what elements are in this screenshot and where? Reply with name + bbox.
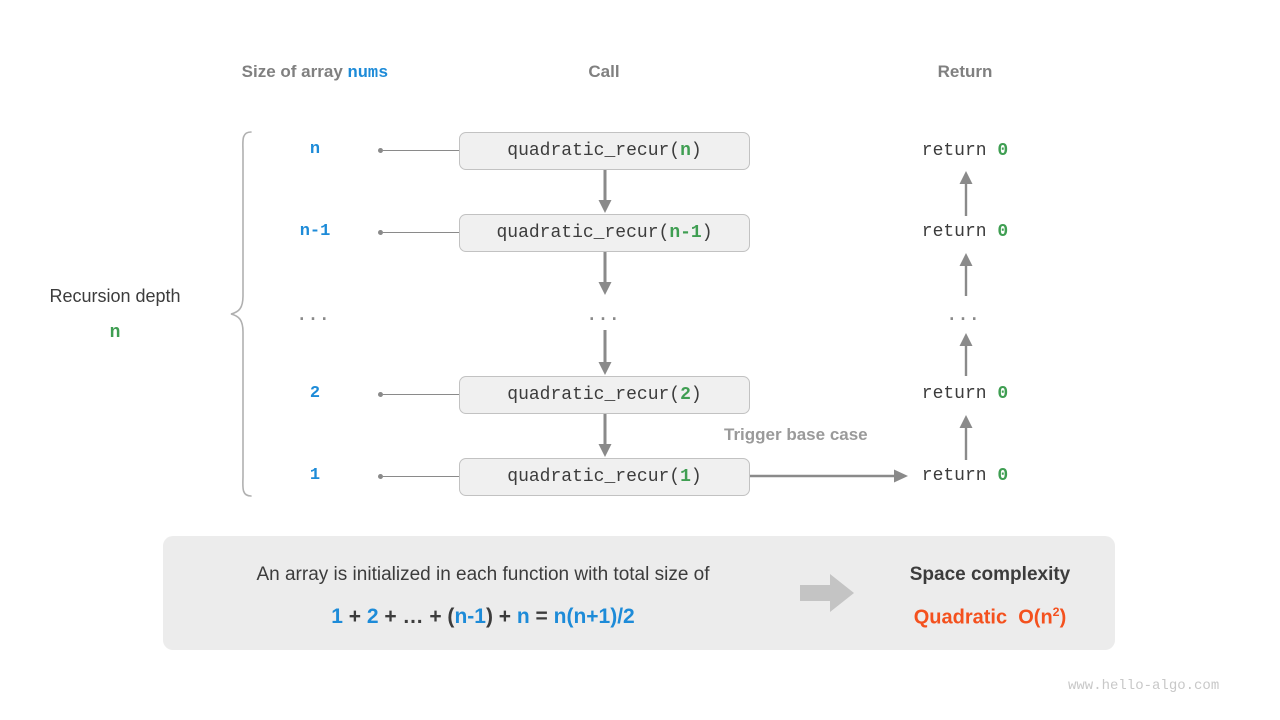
formula-term-4: n-1 bbox=[454, 605, 486, 628]
call-box-row-0[interactable]: quadratic_recur(n) bbox=[459, 132, 750, 170]
trigger-base-case-note: Trigger base case bbox=[724, 425, 868, 444]
summary-formula: 1 + 2 + … + (n-1) + n = n(n+1)/2 bbox=[183, 605, 783, 629]
return-value-row-4: 0 bbox=[997, 466, 1009, 486]
formula-op-5: = bbox=[529, 605, 554, 628]
header-size-label: Size of array bbox=[241, 62, 348, 81]
call-name-row-4: quadratic_recur bbox=[507, 467, 670, 487]
return-ellipsis-row-2: ... bbox=[948, 296, 982, 326]
header-size-of-array: Size of array nums bbox=[160, 62, 470, 83]
call-name-row-0: quadratic_recur bbox=[507, 141, 670, 161]
return-arrow-2-to-1 bbox=[959, 253, 973, 296]
connector-line-row-3 bbox=[383, 393, 461, 396]
return-keyword-row-4: return bbox=[921, 466, 987, 486]
size-label-row-3: 2 bbox=[309, 384, 321, 403]
call-box-row-3[interactable]: quadratic_recur(2) bbox=[459, 376, 750, 414]
return-row-3: return 0 bbox=[865, 384, 1065, 404]
return-keyword-row-0: return bbox=[921, 141, 987, 161]
connector-dot-row-1 bbox=[378, 230, 383, 235]
recursion-depth-value: n bbox=[109, 323, 121, 343]
formula-term-6: n(n+1)/2 bbox=[553, 605, 635, 628]
base-case-arrow bbox=[750, 469, 908, 483]
return-arrow-3-to-2 bbox=[959, 333, 973, 376]
formula-term-2: 2 bbox=[366, 605, 379, 628]
complexity-big-o-prefix: O(n bbox=[1018, 606, 1053, 629]
connector-dot-row-3 bbox=[378, 392, 383, 397]
call-arrow-0-to-1 bbox=[598, 170, 612, 213]
return-arrow-4-to-3 bbox=[959, 415, 973, 460]
return-row-1: return 0 bbox=[865, 222, 1065, 242]
call-arrow-1-to-2 bbox=[598, 252, 612, 295]
watermark: www.hello-algo.com bbox=[1068, 678, 1220, 694]
formula-term-1: 1 bbox=[331, 605, 343, 628]
space-complexity-title: Space complexity bbox=[909, 564, 1071, 585]
space-complexity-value: Quadratic O(n2) bbox=[880, 605, 1100, 630]
complexity-big-o-suffix: ) bbox=[1059, 606, 1067, 629]
right-arrow-icon bbox=[800, 574, 854, 612]
recursion-depth-title: Recursion depth bbox=[49, 286, 181, 306]
return-value-row-0: 0 bbox=[997, 141, 1009, 161]
connector-dot-row-0 bbox=[378, 148, 383, 153]
formula-term-3: … bbox=[402, 605, 424, 628]
return-value-row-3: 0 bbox=[997, 384, 1009, 404]
header-return: Return bbox=[937, 62, 993, 81]
return-row-0: return 0 bbox=[865, 141, 1065, 161]
call-arrow-3-to-4 bbox=[598, 414, 612, 457]
header-call: Call bbox=[588, 62, 620, 81]
call-name-row-3: quadratic_recur bbox=[507, 385, 670, 405]
formula-op-4: ) + bbox=[485, 605, 517, 628]
call-arg-row-4: 1 bbox=[680, 467, 691, 487]
connector-line-row-0 bbox=[383, 149, 461, 152]
formula-op-2: + bbox=[378, 605, 403, 628]
call-arg-row-0: n bbox=[680, 141, 691, 161]
complexity-big-o-exponent: 2 bbox=[1052, 605, 1060, 619]
return-keyword-row-1: return bbox=[921, 222, 987, 242]
size-label-row-2: ... bbox=[298, 296, 332, 326]
call-ellipsis-row-2: ... bbox=[588, 296, 622, 326]
recursion-depth-brace bbox=[230, 131, 252, 497]
return-row-4: return 0 bbox=[865, 466, 1065, 486]
connector-line-row-4 bbox=[383, 475, 461, 478]
summary-description: An array is initialized in each function… bbox=[256, 564, 710, 585]
formula-op-1: + bbox=[342, 605, 367, 628]
call-arg-row-1: n-1 bbox=[669, 223, 702, 243]
complexity-label: Quadratic bbox=[913, 606, 1008, 629]
header-size-var: nums bbox=[347, 64, 389, 83]
size-label-row-4: 1 bbox=[309, 466, 321, 485]
return-keyword-row-3: return bbox=[921, 384, 987, 404]
connector-line-row-1 bbox=[383, 231, 461, 234]
size-label-row-1: n-1 bbox=[299, 222, 331, 241]
call-name-row-1: quadratic_recur bbox=[496, 223, 659, 243]
return-arrow-1-to-0 bbox=[959, 171, 973, 216]
call-box-row-4[interactable]: quadratic_recur(1) bbox=[459, 458, 750, 496]
call-arrow-2-to-3 bbox=[598, 330, 612, 375]
formula-term-5: n bbox=[516, 605, 530, 628]
formula-op-3: + ( bbox=[423, 605, 455, 628]
return-value-row-1: 0 bbox=[997, 222, 1009, 242]
size-label-row-0: n bbox=[309, 140, 321, 159]
summary-panel bbox=[163, 536, 1115, 650]
call-box-row-1[interactable]: quadratic_recur(n-1) bbox=[459, 214, 750, 252]
connector-dot-row-4 bbox=[378, 474, 383, 479]
call-arg-row-3: 2 bbox=[680, 385, 691, 405]
